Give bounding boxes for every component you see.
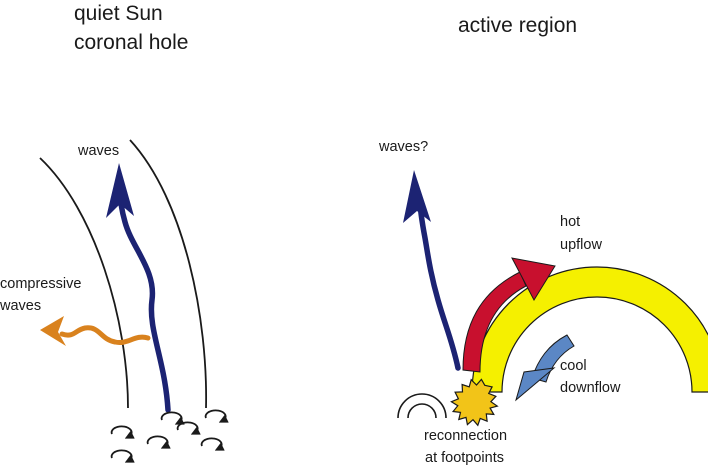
field-line-right (129, 139, 208, 409)
curl-arrow-icon (110, 425, 135, 439)
curl-arrow-icon (146, 435, 171, 449)
curl-arrow-icon (176, 421, 201, 435)
upflow-label: upflow (560, 237, 602, 253)
hot-upflow-arrow (462, 257, 556, 373)
coronal-hole-title: coronal hole (74, 31, 189, 54)
field-line-left (39, 157, 129, 409)
cool-downflow-arrow (515, 334, 575, 402)
footpoints-label: at footpoints (425, 450, 504, 466)
reconnection-starburst (450, 378, 499, 427)
coronal-loop (471, 266, 708, 393)
small-magnetic-loops (397, 393, 447, 419)
compressive-wave-arrow (40, 316, 151, 346)
downflow-label: downflow (560, 380, 621, 396)
turbulent-curl-icons (110, 409, 229, 463)
active-region-title: active region (458, 14, 578, 37)
waves-question-label: waves? (379, 139, 429, 155)
curl-arrow-icon (160, 411, 185, 425)
reconnection-label: reconnection (424, 428, 508, 444)
curl-arrow-icon (204, 409, 229, 423)
quiet-sun-title: quiet Sun (74, 2, 163, 25)
waves-question-arrow (403, 170, 461, 371)
coronal-hole-field-lines (39, 139, 208, 409)
hot-label: hot (560, 214, 581, 230)
alfven-wave-arrow (106, 163, 171, 413)
curl-arrow-icon (200, 437, 225, 451)
curl-arrow-icon (110, 449, 135, 463)
compressive-label-line2: waves (0, 298, 42, 314)
compressive-label-line1: compressive (0, 276, 82, 292)
cool-label: cool (560, 358, 587, 374)
waves-label: waves (78, 143, 120, 159)
